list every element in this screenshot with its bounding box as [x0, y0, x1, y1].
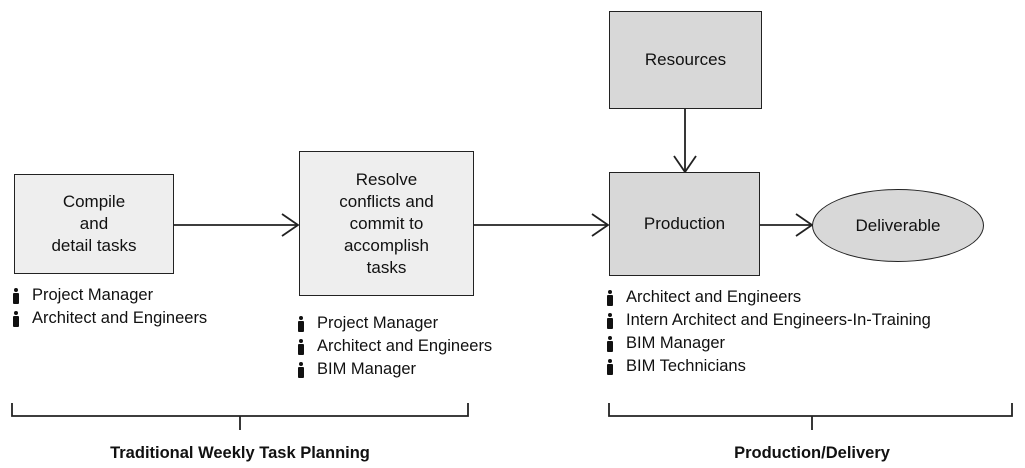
planning-group-label: Traditional Weekly Task Planning [110, 444, 370, 462]
deliverable-ellipse: Deliverable [812, 189, 984, 262]
list-item: BIM Manager [297, 358, 492, 381]
production-box: Production [609, 172, 760, 276]
resolve-roles-list: Project Manager Architect and Engineers … [297, 312, 492, 381]
list-item: Project Manager [297, 312, 492, 335]
compile-roles-list: Project Manager Architect and Engineers [12, 284, 207, 330]
production-roles-list: Architect and Engineers Intern Architect… [606, 286, 931, 378]
list-item: Architect and Engineers [12, 307, 207, 330]
production-label: Production [643, 214, 726, 233]
person-icon [12, 287, 20, 304]
list-item: BIM Manager [606, 332, 931, 355]
compile-tasks-box: Compile and detail tasks [14, 174, 174, 274]
resources-box: Resources [609, 11, 762, 109]
resolve-conflicts-box: Resolve conflicts and commit to accompli… [299, 151, 474, 296]
arrowhead-production [591, 213, 610, 237]
list-item: Project Manager [12, 284, 207, 307]
list-item: Architect and Engineers [297, 335, 492, 358]
resolve-conflicts-label: Resolve conflicts and commit to accompli… [339, 169, 434, 277]
list-item: BIM Technicians [606, 355, 931, 378]
list-item: Intern Architect and Engineers-In-Traini… [606, 309, 931, 332]
delivery-group-label: Production/Delivery [734, 444, 890, 462]
person-icon [12, 310, 20, 327]
person-icon [297, 361, 305, 378]
list-item: Architect and Engineers [606, 286, 931, 309]
person-icon [297, 315, 305, 332]
compile-tasks-label: Compile and detail tasks [51, 192, 137, 255]
person-icon [606, 358, 614, 375]
bracket-delivery [608, 403, 1013, 430]
resources-label: Resources [644, 50, 727, 69]
person-icon [606, 312, 614, 329]
person-icon [606, 335, 614, 352]
deliverable-label: Deliverable [855, 215, 941, 235]
person-icon [606, 289, 614, 306]
arrowhead-resolve [281, 213, 300, 237]
bracket-planning [11, 403, 469, 430]
person-icon [297, 338, 305, 355]
